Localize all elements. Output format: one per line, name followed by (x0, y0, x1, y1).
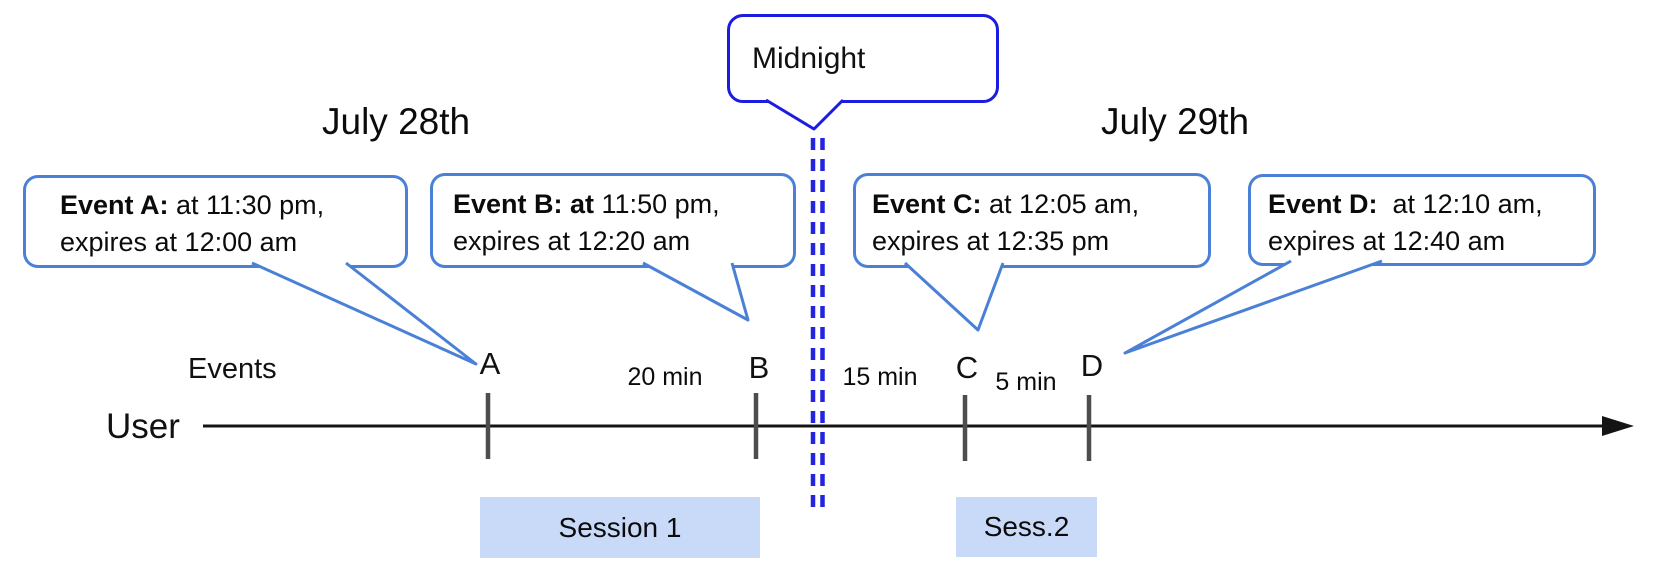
event-c-line2: expires at 12:35 pm (872, 226, 1110, 256)
user-row-label: User (106, 407, 180, 446)
session-2-label: Sess.2 (983, 511, 1070, 542)
session-2-box: Sess.2 (956, 497, 1097, 557)
midnight-label: Midnight (752, 41, 866, 75)
event-d-title: Event D: (1268, 189, 1378, 219)
event-c-title: Event C: (872, 189, 982, 219)
tick-letter-b: B (748, 350, 770, 385)
event-a-line2: expires at 12:00 am (60, 227, 298, 257)
midnight-callout-tail (765, 98, 845, 131)
event-callout-a: Event A: at 11:30 pm, expires at 12:00 a… (23, 175, 408, 268)
event-b-title: Event B: at (453, 189, 595, 219)
events-row-label: Events (188, 353, 277, 385)
event-a-line1: Event A: at 11:30 pm, (60, 187, 405, 224)
event-b-line2: expires at 12:20 am (453, 226, 691, 256)
date-label-july-28: July 28th (322, 101, 471, 142)
interval-label-ab: 20 min (627, 363, 703, 391)
interval-label-cd: 5 min (995, 368, 1057, 396)
event-a-title: Event A: (60, 190, 169, 220)
event-c-time: at 12:05 am, (981, 189, 1140, 219)
event-d-callout-tail (1123, 259, 1383, 355)
event-callout-d: Event D: at 12:10 am, expires at 12:40 a… (1248, 174, 1596, 266)
date-label-july-29: July 29th (1101, 101, 1250, 142)
event-b-line1: Event B: at 11:50 pm, (453, 186, 793, 223)
event-b-callout-tail (642, 261, 750, 322)
event-callout-b: Event B: at 11:50 pm, expires at 12:20 a… (430, 173, 796, 268)
event-c-line1: Event C: at 12:05 am, (872, 186, 1208, 223)
event-d-line2: expires at 12:40 am (1268, 226, 1506, 256)
session-1-label: Session 1 (558, 511, 682, 543)
event-callout-c: Event C: at 12:05 am, expires at 12:35 p… (853, 173, 1211, 268)
tick-letter-a: A (479, 346, 501, 381)
event-c-callout-tail (903, 261, 1005, 332)
event-d-line1: Event D: at 12:10 am, (1268, 186, 1593, 223)
session-1-box: Session 1 (480, 497, 760, 558)
event-d-time: at 12:10 am, (1377, 189, 1543, 219)
midnight-callout: Midnight (727, 14, 999, 103)
event-b-time: 11:50 pm, (594, 189, 720, 219)
tick-letter-c: C (955, 350, 979, 385)
timeline-arrowhead-icon (1602, 416, 1634, 436)
tick-letter-d: D (1080, 348, 1104, 383)
interval-label-bc: 15 min (842, 363, 918, 391)
event-a-time: at 11:30 pm, (168, 190, 325, 220)
event-a-callout-tail (251, 261, 478, 366)
